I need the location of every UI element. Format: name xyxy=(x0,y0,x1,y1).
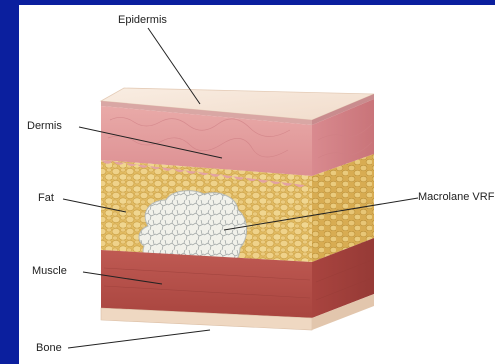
label-fat: Fat xyxy=(38,192,54,205)
label-macrolane-vrf: Macrolane VRF xyxy=(418,191,494,204)
label-dermis: Dermis xyxy=(27,120,62,133)
muscle-layer-front xyxy=(101,250,312,318)
bone-leader xyxy=(68,330,210,348)
label-muscle: Muscle xyxy=(32,265,67,278)
label-epidermis: Epidermis xyxy=(118,14,167,27)
label-bone: Bone xyxy=(36,342,62,355)
